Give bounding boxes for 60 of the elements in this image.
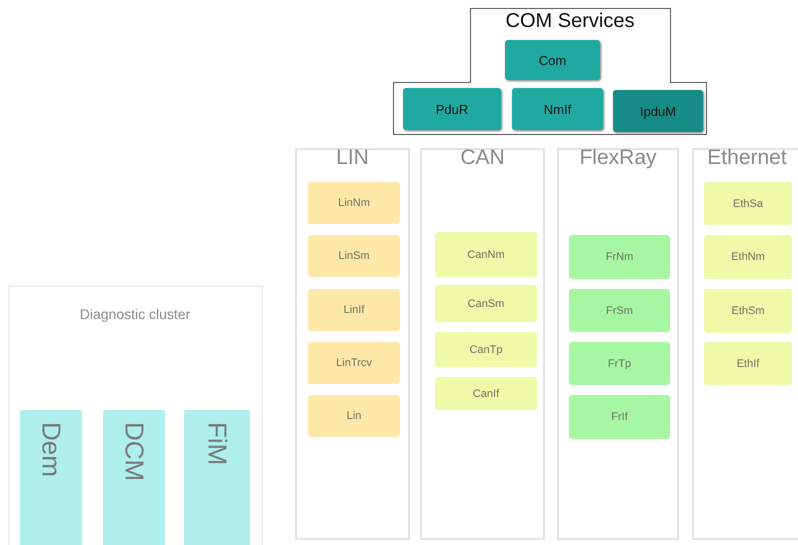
module-label: CanIf: [472, 388, 500, 400]
module-label: Lin: [346, 410, 362, 422]
module-label: LinSm: [338, 250, 370, 262]
module-label: CanNm: [467, 248, 505, 260]
group-column: [557, 148, 679, 540]
module-box: [505, 40, 600, 80]
module-box: [308, 395, 400, 437]
group-column: [420, 148, 545, 540]
module-label: FiM: [202, 422, 232, 466]
column-title: FlexRay: [578, 146, 658, 170]
module-label: LinIf: [344, 304, 364, 316]
module-label: CanSm: [468, 298, 504, 310]
module-box: [569, 342, 670, 385]
module-label: Com: [538, 52, 566, 68]
module-box: [184, 410, 250, 545]
module-box: [569, 289, 670, 332]
module-box: [308, 289, 400, 331]
module-label: FrNm: [606, 251, 634, 263]
module-label: LinNm: [338, 197, 370, 209]
module-box: [20, 410, 82, 545]
module-label: FrSm: [606, 304, 633, 316]
group-title: COM Services: [504, 9, 636, 34]
module-box: [435, 232, 537, 277]
module-label: DCM: [118, 422, 150, 482]
module-label: EthNm: [731, 251, 765, 263]
module-box: [704, 235, 792, 279]
panel-title: Diagnostic cluster: [78, 305, 192, 324]
group-column: [295, 148, 410, 540]
module-label: LinTrcv: [336, 357, 372, 369]
module-box: [613, 90, 703, 132]
module-box: [569, 395, 670, 439]
column-title: LIN: [335, 146, 370, 170]
module-box: [569, 235, 670, 279]
module-label: Dem: [36, 422, 66, 477]
module-box: [704, 182, 792, 225]
module-label: FrTp: [608, 358, 632, 370]
module-box: [308, 235, 400, 277]
module-box: [308, 182, 400, 224]
module-label: EthSm: [731, 305, 764, 317]
module-label: NmIf: [544, 102, 572, 116]
module-box: [308, 342, 400, 384]
module-label: FrIf: [611, 411, 628, 423]
module-box: [403, 88, 501, 130]
module-label: PduR: [436, 102, 468, 116]
module-box: [704, 342, 792, 385]
column-title: CAN: [459, 146, 506, 170]
module-box: [435, 285, 537, 322]
group-frame: [393, 8, 707, 135]
module-label: EthIf: [736, 358, 760, 370]
module-box: [435, 332, 537, 367]
module-box: [704, 289, 792, 333]
group-panel: [8, 285, 263, 545]
module-label: IpduM: [640, 104, 676, 118]
module-box: [103, 410, 165, 545]
module-label: EthSa: [733, 198, 763, 210]
module-box: [512, 88, 603, 130]
module-label: CanTp: [469, 344, 503, 356]
module-box: [435, 377, 537, 410]
group-column: [692, 148, 798, 540]
column-title: Ethernet: [706, 146, 788, 170]
